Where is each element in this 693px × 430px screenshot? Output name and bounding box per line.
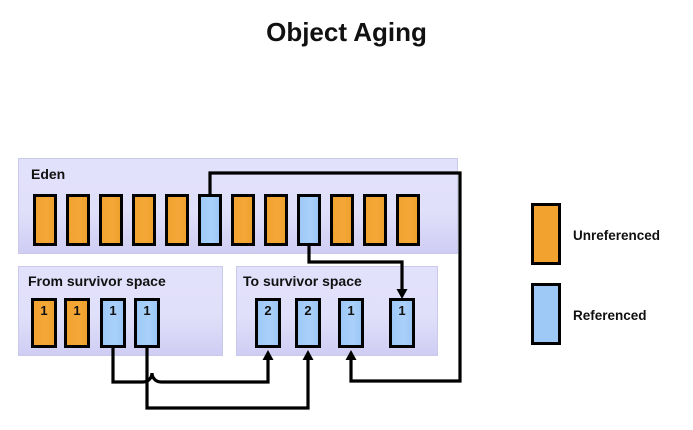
- from-survivor-block-2[interactable]: 1: [100, 298, 126, 348]
- eden-block-0[interactable]: [33, 194, 57, 246]
- eden-block-5[interactable]: [198, 194, 222, 246]
- eden-block-3[interactable]: [132, 194, 156, 246]
- legend-swatch-referenced: [531, 283, 561, 345]
- to-survivor-block-1[interactable]: 2: [295, 298, 321, 348]
- legend-label-referenced: Referenced: [573, 308, 647, 323]
- eden-block-7[interactable]: [264, 194, 288, 246]
- eden-block-2[interactable]: [99, 194, 123, 246]
- page-title: Object Aging: [266, 17, 427, 47]
- legend-label-unreferenced: Unreferenced: [573, 228, 661, 243]
- eden-block-8[interactable]: [297, 194, 321, 246]
- to-survivor-block-0[interactable]: 2: [255, 298, 281, 348]
- eden-block-1[interactable]: [66, 194, 90, 246]
- region-label-eden: Eden: [31, 166, 66, 182]
- eden-block-9[interactable]: [330, 194, 354, 246]
- connector-from3-to-to-survivor-1: [145, 348, 314, 410]
- region-label-to-survivor: To survivor space: [243, 273, 362, 289]
- to-survivor-block-3[interactable]: 1: [389, 298, 415, 348]
- from-survivor-block-0[interactable]: 1: [31, 298, 57, 348]
- eden-block-4[interactable]: [165, 194, 189, 246]
- from-survivor-block-3[interactable]: 1: [134, 298, 160, 348]
- eden-block-6[interactable]: [231, 194, 255, 246]
- region-label-from-survivor: From survivor space: [28, 273, 166, 289]
- eden-block-10[interactable]: [363, 194, 387, 246]
- legend-swatch-unreferenced: [531, 203, 561, 265]
- from-survivor-block-1[interactable]: 1: [64, 298, 90, 348]
- eden-block-11[interactable]: [396, 194, 420, 246]
- to-survivor-block-2[interactable]: 1: [338, 298, 364, 348]
